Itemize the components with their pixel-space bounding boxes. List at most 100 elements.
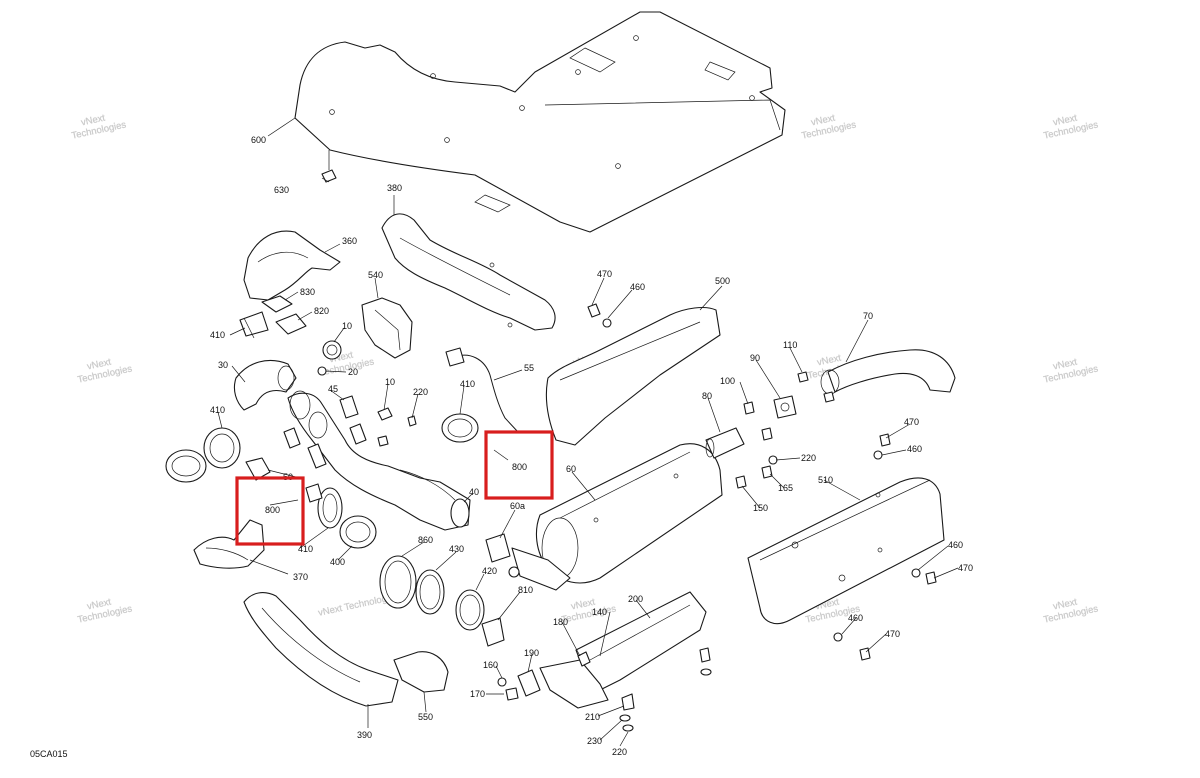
callout-220: 220 — [801, 453, 816, 463]
callout-420: 420 — [482, 566, 497, 576]
part-820-clip — [275, 313, 307, 335]
part-410-clamp — [239, 311, 269, 339]
callout-60: 60 — [566, 464, 576, 474]
part-460-washer — [833, 450, 921, 642]
watermark-text: vNext — [570, 597, 596, 613]
part-370-heat-shield — [193, 519, 265, 569]
callout-200: 200 — [628, 594, 643, 604]
watermark-text: vNext — [1052, 113, 1078, 129]
part-sensor-fitting — [508, 566, 520, 578]
callout-380: 380 — [387, 183, 402, 193]
part-420-clamp — [455, 589, 485, 631]
callout-90: 90 — [750, 353, 760, 363]
callout-140: 140 — [592, 607, 607, 617]
callout-410: 410 — [210, 405, 225, 415]
part-550-heat-shield — [393, 651, 449, 693]
callout-170: 170 — [470, 689, 485, 699]
callout-500: 500 — [715, 276, 730, 286]
callout-165: 165 — [778, 483, 793, 493]
callout-630: 630 — [274, 185, 289, 195]
callout-830: 830 — [300, 287, 315, 297]
callout-460: 460 — [948, 540, 963, 550]
part-90-flange — [773, 395, 797, 419]
callout-470: 470 — [958, 563, 973, 573]
callout-150: 150 — [753, 503, 768, 513]
part-390-heat-shield — [243, 592, 399, 707]
part-360-heat-shield — [243, 230, 341, 301]
part-410-clamp — [441, 413, 479, 443]
part-510-heat-shield — [747, 477, 945, 625]
part-100-bolt — [743, 401, 773, 441]
part-spring — [283, 423, 367, 469]
part-500-heat-shield — [545, 306, 721, 446]
part-20-gasket — [317, 366, 327, 376]
callout-410: 410 — [298, 544, 313, 554]
part-30-elbow-pipe — [233, 360, 297, 411]
part-165-bolt — [761, 465, 773, 479]
callout-470: 470 — [597, 269, 612, 279]
callout-100: 100 — [720, 376, 735, 386]
part-45-spring — [339, 395, 359, 419]
part-110-nut — [797, 371, 835, 403]
callout-540: 540 — [368, 270, 383, 280]
watermark-text: vNext — [1052, 597, 1078, 613]
callout-470: 470 — [904, 417, 919, 427]
callout-400: 400 — [330, 557, 345, 567]
callout-70: 70 — [863, 311, 873, 321]
callout-30: 30 — [218, 360, 228, 370]
part-150-bolt — [735, 475, 747, 489]
part-830-clip — [261, 295, 293, 313]
callout-110: 110 — [783, 340, 797, 350]
highlight-box-800-left — [235, 476, 305, 546]
part-230-washer — [619, 714, 631, 722]
part-380-heat-shield — [381, 213, 556, 331]
part-180-bolt — [577, 651, 591, 667]
part-430-clamp — [415, 569, 445, 615]
callout-210: 210 — [585, 712, 600, 722]
part-60a-bracket — [485, 533, 571, 591]
callout-410: 410 — [210, 330, 225, 340]
part-810-clip — [481, 617, 505, 647]
watermark-text: vNext — [816, 353, 842, 369]
callout-190: 190 — [524, 648, 539, 658]
callout-600: 600 — [251, 135, 266, 145]
callout-230: 230 — [587, 736, 602, 746]
part-860-clamp — [379, 555, 417, 609]
part-540-heat-shield — [361, 297, 413, 359]
part-80-pipe — [705, 427, 745, 459]
watermark-text: vNext — [1052, 357, 1078, 373]
diagram-code: 05CA015 — [30, 749, 68, 759]
callout-470: 470 — [885, 629, 900, 639]
callout-55: 55 — [524, 363, 534, 373]
callout-800: 800 — [265, 505, 280, 515]
callout-10: 10 — [342, 321, 352, 331]
part-220-washer — [622, 724, 634, 732]
part-160-washer — [497, 677, 507, 687]
watermark-text: vNext — [86, 597, 112, 613]
leader-lines — [217, 117, 959, 747]
callout-550: 550 — [418, 712, 433, 722]
part-470-bolt — [587, 303, 601, 318]
highlight-layer — [235, 430, 554, 546]
part-460-washer — [602, 318, 612, 328]
highlight-box-800-right — [484, 430, 554, 500]
callout-40: 40 — [469, 487, 479, 497]
callout-45: 45 — [328, 384, 338, 394]
part-10-gasket — [322, 340, 342, 360]
callout-460: 460 — [848, 613, 863, 623]
callout-180: 180 — [553, 617, 568, 627]
callout-220: 220 — [612, 747, 627, 757]
part-70-tailpipe — [820, 349, 956, 395]
part-600-shield-plate — [294, 11, 786, 233]
part-small-hardware — [699, 647, 712, 676]
part-400-clamp — [339, 515, 377, 549]
callout-60a: 60a — [510, 501, 525, 511]
callout-390: 390 — [357, 730, 372, 740]
watermark-text: vNext — [86, 357, 112, 373]
callout-430: 430 — [449, 544, 464, 554]
part-small-bolts — [377, 407, 417, 447]
callout-160: 160 — [483, 660, 498, 670]
part-630-fastener — [321, 150, 337, 183]
callout-460: 460 — [630, 282, 645, 292]
